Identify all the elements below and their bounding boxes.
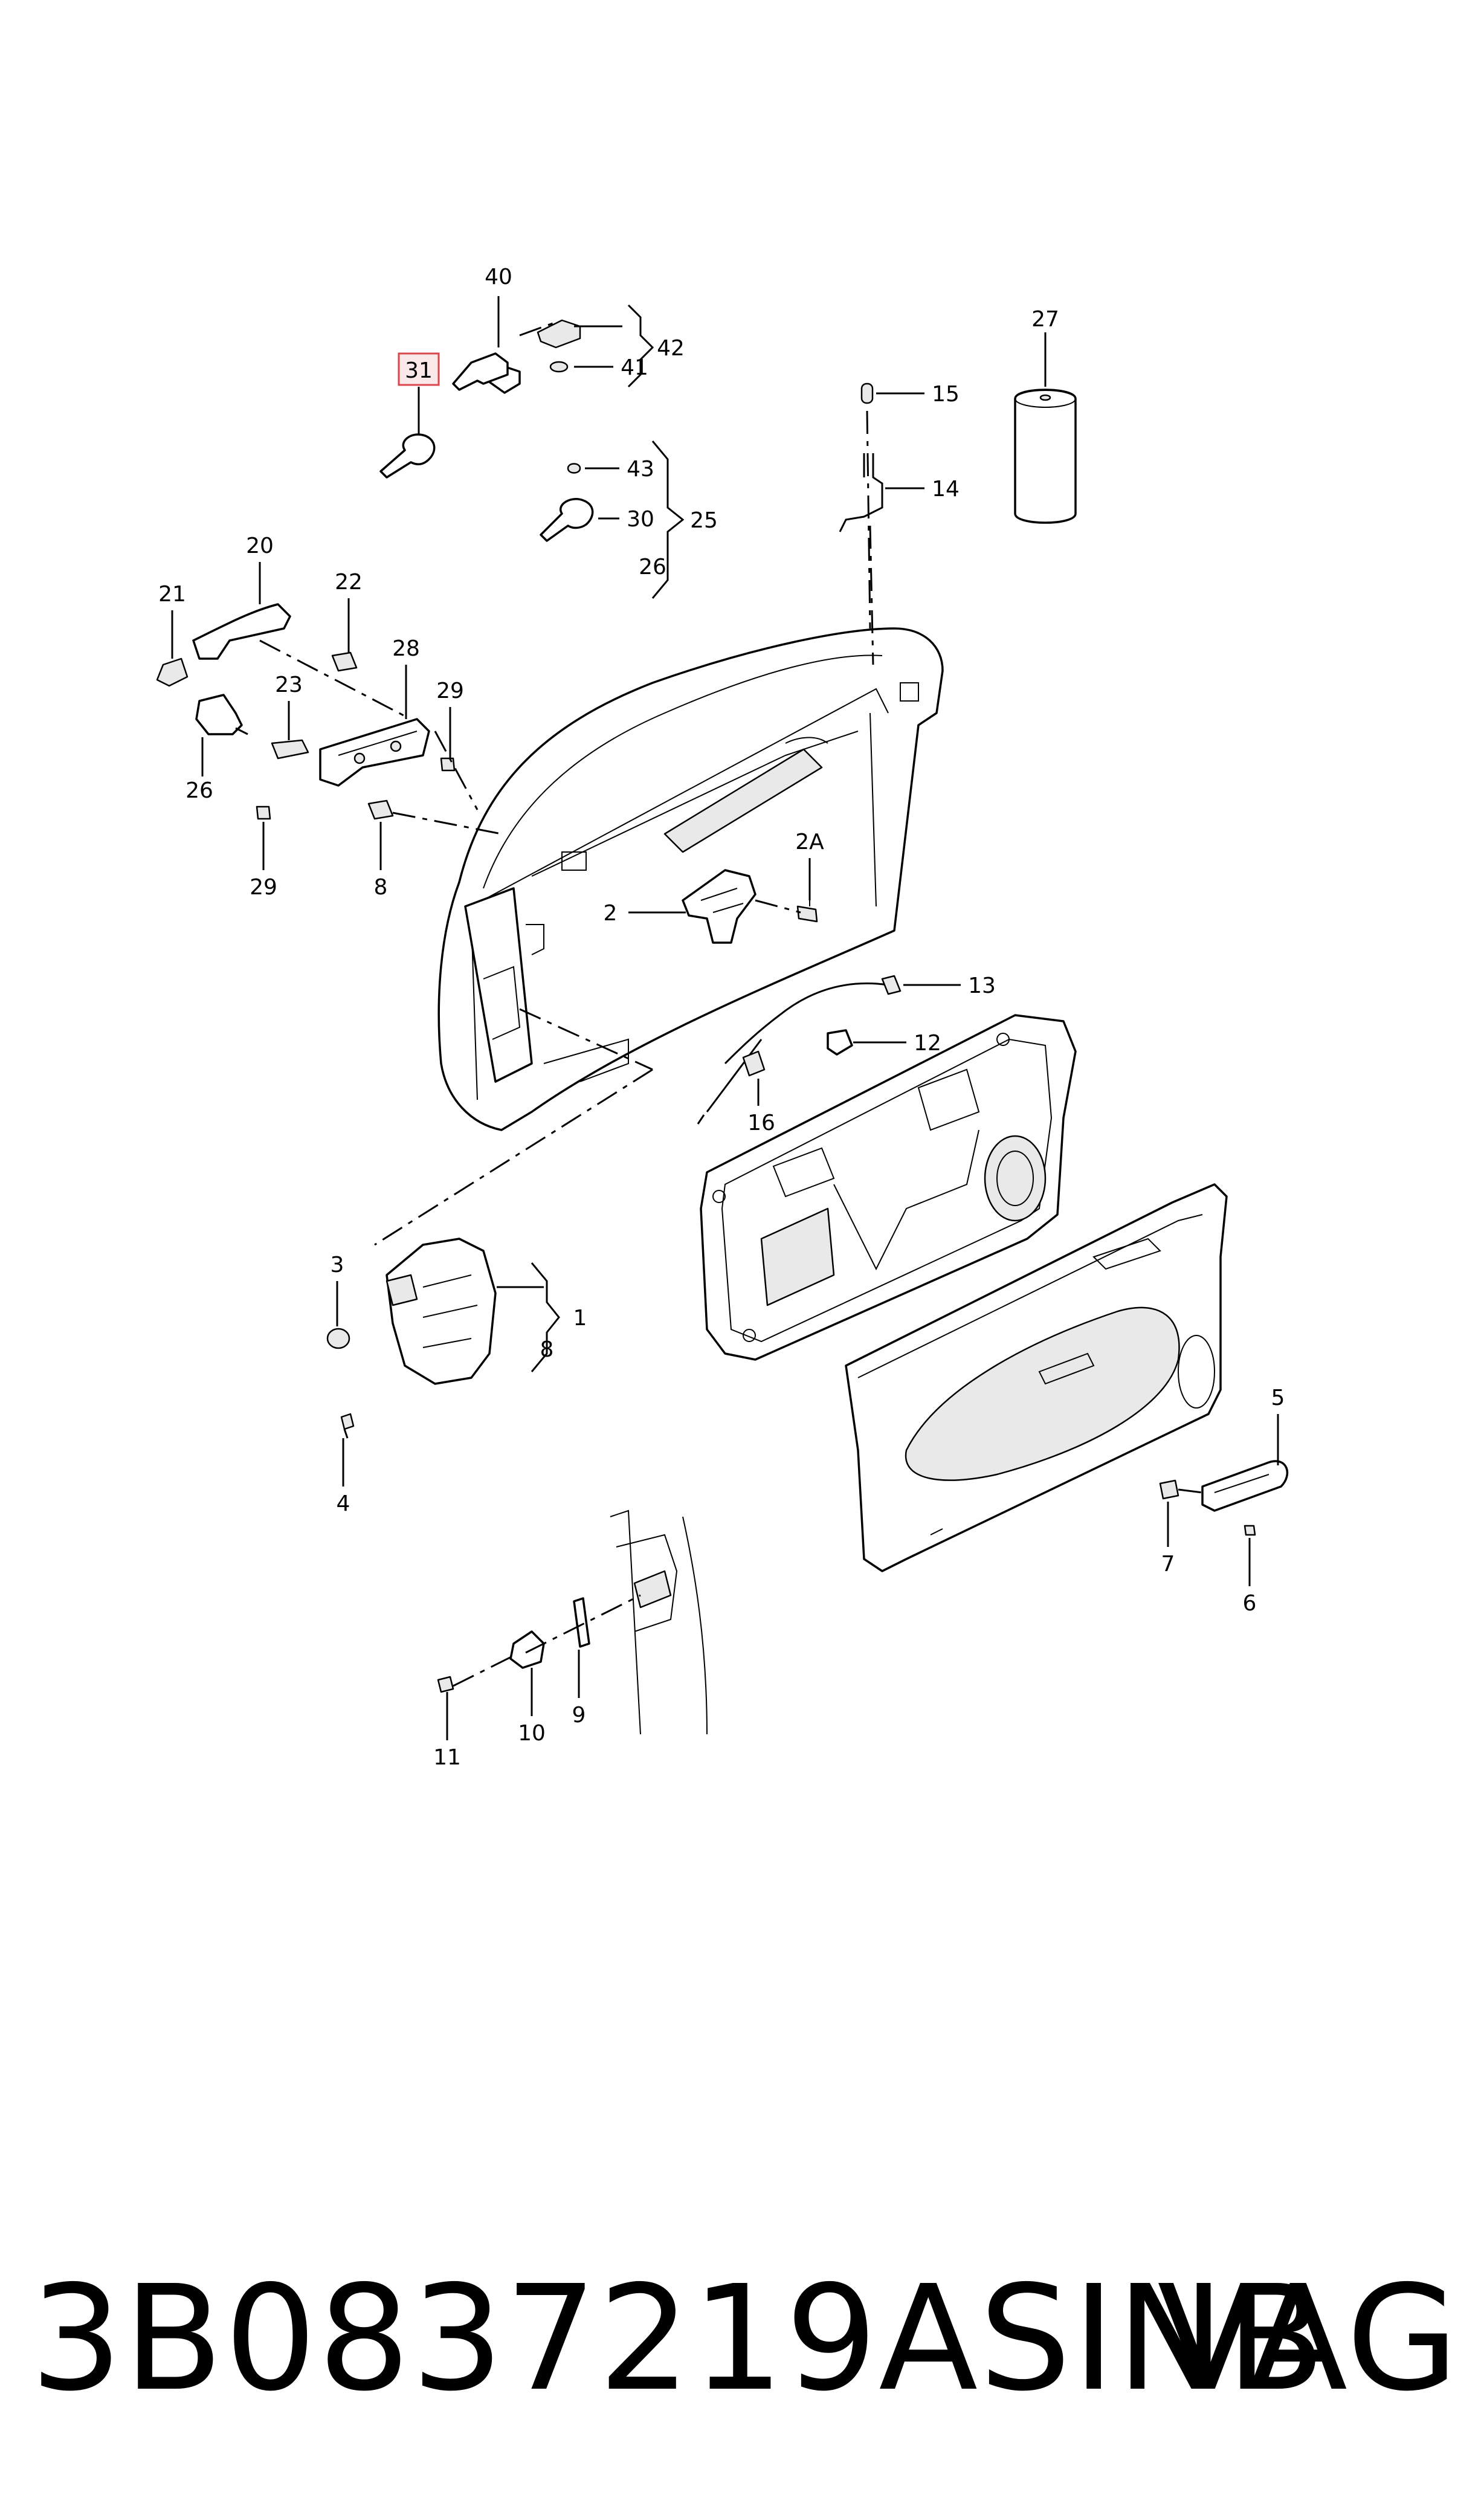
callout-labels: 40 42 41 31 27 15 14 43 30 25 26 20 21 2… — [158, 265, 1285, 1770]
leader-lines — [171, 296, 1279, 1740]
rod-parts — [839, 383, 883, 532]
highlight-box-31 — [398, 352, 440, 386]
inner-handle-parts — [1159, 1460, 1288, 1536]
spray-can-27 — [1014, 389, 1077, 524]
callout-27: 27 — [1031, 307, 1059, 332]
cable-parts — [697, 975, 902, 1125]
key-parts — [379, 319, 594, 542]
outer-handle-parts — [156, 603, 456, 820]
callout-26-left: 26 — [186, 778, 213, 803]
callout-11: 11 — [433, 1745, 461, 1770]
callout-28: 28 — [392, 636, 420, 661]
callout-23: 23 — [275, 673, 303, 697]
callout-5: 5 — [1271, 1386, 1285, 1410]
callout-14: 14 — [932, 477, 960, 502]
latch-bracket-2 — [682, 869, 818, 944]
callout-15: 15 — [932, 382, 960, 407]
footer: 3B0837219ASINB VAG — [0, 2248, 1484, 2429]
callout-21: 21 — [158, 582, 186, 607]
door-lock-1 — [326, 1238, 497, 1439]
callout-29-right: 29 — [436, 679, 464, 703]
callout-31: 31 — [405, 358, 433, 383]
callout-2: 2 — [604, 901, 618, 926]
callout-4: 4 — [337, 1491, 350, 1516]
callout-42: 42 — [657, 336, 685, 361]
part-number: 3B0837219ASINB — [30, 2254, 1327, 2423]
brand-name: VAG — [1157, 2254, 1460, 2423]
door-shell — [437, 627, 944, 1131]
striker-parts — [437, 1509, 708, 1735]
callout-25: 25 — [690, 508, 718, 533]
callout-26-top: 26 — [639, 555, 666, 579]
callout-10: 10 — [518, 1721, 546, 1746]
assembly-lines — [259, 322, 1203, 1687]
callout-1: 1 — [573, 1306, 587, 1331]
callout-20: 20 — [246, 534, 274, 558]
callout-41: 41 — [621, 355, 648, 380]
callout-8-top: 8 — [374, 875, 388, 900]
callout-2A: 2A — [795, 830, 824, 854]
callout-8-lock: 8 — [540, 1337, 554, 1362]
callout-30: 30 — [627, 507, 654, 532]
callout-40: 40 — [485, 265, 512, 289]
callout-22: 22 — [335, 570, 363, 595]
callout-12: 12 — [914, 1031, 941, 1056]
callout-43: 43 — [627, 457, 654, 482]
callout-6: 6 — [1243, 1591, 1257, 1616]
callout-16: 16 — [747, 1111, 775, 1135]
callout-13: 13 — [968, 973, 996, 998]
callout-3: 3 — [331, 1253, 344, 1277]
callout-29-left: 29 — [250, 875, 277, 900]
callout-7: 7 — [1161, 1552, 1175, 1577]
callout-9: 9 — [572, 1703, 586, 1728]
door-carrier-panel — [700, 1014, 1077, 1361]
door-trim-panel — [845, 1183, 1228, 1572]
